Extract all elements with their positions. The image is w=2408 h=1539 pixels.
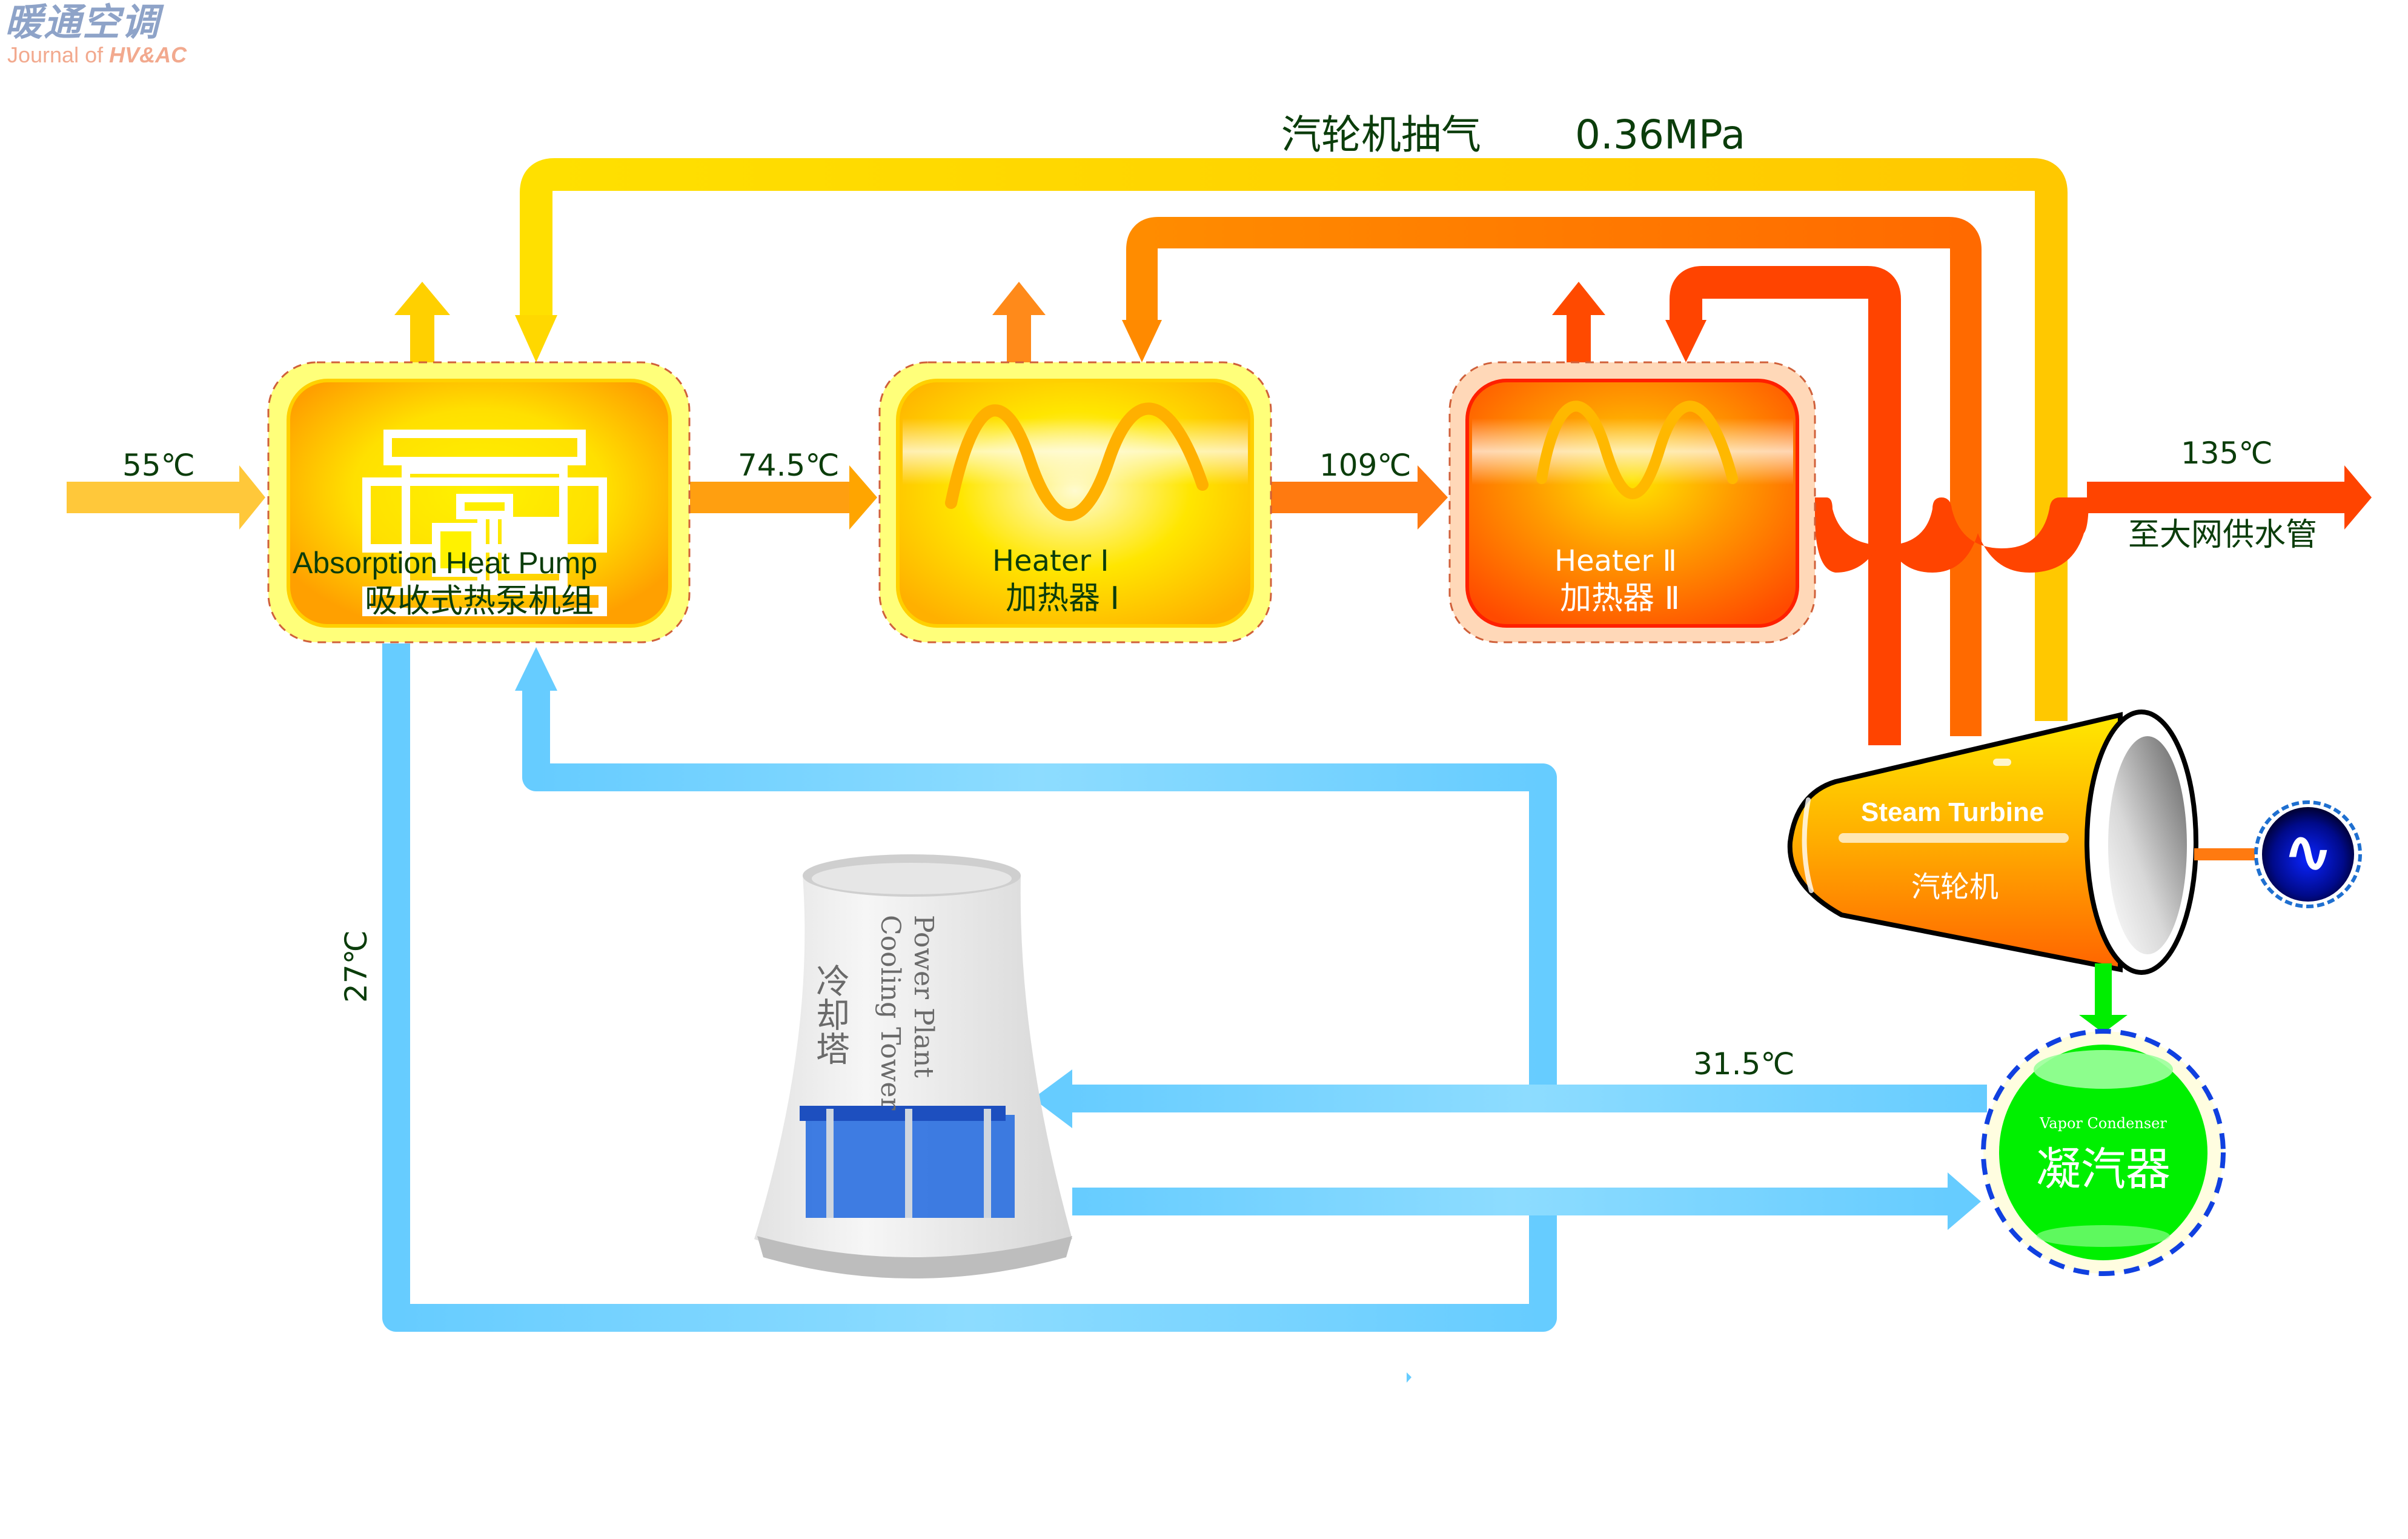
arrow-into-heat-pump [515, 315, 557, 362]
temp-outlet: 135℃ [2181, 436, 2273, 471]
generator-shaft [2194, 848, 2255, 860]
heating-wave-icon [945, 402, 1209, 521]
arrow-into-heat-pump-bottom [515, 647, 557, 691]
journal-logo: 暖通空调 Journal of HV&AC [5, 1, 187, 67]
condenser-label-en: Vapor Condenser [2039, 1115, 2167, 1132]
extraction-label: 汽轮机抽气 [1281, 111, 1481, 158]
heating-wave-icon [1536, 401, 1738, 499]
cooling-tower-label-en-1: Power Plant [908, 915, 939, 1078]
heater-1-unit[interactable]: Heater Ⅰ 加热器 Ⅰ [878, 361, 1272, 643]
cooling-water-pipes [382, 643, 1987, 1383]
temp-after-heat-pump: 74.5℃ [738, 448, 839, 483]
outlet-water-pipe [1815, 465, 2372, 573]
cooling-tower-fill-structure [757, 1106, 1072, 1278]
cooling-tower[interactable]: Power Plant Cooling Tower 冷却塔 [754, 854, 1072, 1278]
temp-cooling-return: 27℃ [339, 930, 374, 1003]
temp-condenser-outlet: 31.5℃ [1693, 1046, 1794, 1082]
extraction-pressure: 0.36MPa [1575, 111, 1745, 158]
heater2-label-cn: 加热器 Ⅱ [1560, 580, 1680, 617]
heater-2-unit[interactable]: Heater Ⅱ 加热器 Ⅱ [1448, 361, 1816, 643]
heater1-label-en: Heater Ⅰ [992, 544, 1109, 578]
exhaust-steam-pipe-green [2079, 963, 2128, 1033]
steam-turbine[interactable]: Steam Turbine 汽轮机 [1787, 710, 2198, 975]
absorption-heat-pump-unit[interactable]: Absorption Heat Pump 吸收式热泵机组 [267, 361, 691, 643]
extraction-steam-pipe-yellow [515, 158, 2068, 721]
ac-wave-icon: ∿ [2283, 816, 2333, 887]
arrow-into-heater1 [1122, 320, 1162, 362]
arrow-into-condenser [1948, 1172, 1981, 1230]
logo-english: Journal of HV&AC [7, 42, 187, 67]
exhaust-arrow-heat-pump [394, 282, 450, 364]
condenser-label-cn: 凝汽器 [2036, 1143, 2171, 1195]
extraction-steam-pipe-red [1665, 266, 1901, 745]
water-arrow-heater1-to-heater2 [1271, 465, 1448, 530]
outlet-destination-label: 至大网供水管 [2128, 517, 2317, 553]
heater2-label-en: Heater Ⅱ [1554, 544, 1677, 578]
extraction-steam-pipe-orange [1122, 217, 1982, 736]
inlet-water-arrow [67, 465, 265, 530]
temp-inlet: 55℃ [122, 448, 195, 483]
turbine-label-en: Steam Turbine [1861, 797, 2044, 827]
exhaust-arrow-heater2 [1552, 282, 1605, 364]
cooling-tower-label-en-2: Cooling Tower [875, 915, 906, 1111]
water-arrow-hp-to-heater1 [690, 465, 877, 530]
heat-pump-label-en: Absorption Heat Pump [293, 546, 597, 580]
cooling-tower-label-cn: 冷却塔 [811, 963, 850, 1065]
turbine-label-cn: 汽轮机 [1911, 870, 1998, 904]
heat-pump-machine-icon [362, 430, 607, 616]
heater1-label-cn: 加热器 Ⅰ [1006, 580, 1119, 617]
logo-chinese: 暖通空调 [5, 0, 161, 44]
generator[interactable]: ∿ [2254, 800, 2362, 908]
arrow-into-cooling-tower [1033, 1069, 1072, 1128]
arrow-into-heater2 [1665, 320, 1706, 362]
temp-after-heater1: 109℃ [1319, 448, 1411, 483]
vapor-condenser[interactable]: Vapor Condenser 凝汽器 [1981, 1029, 2226, 1276]
exhaust-arrow-heater1 [992, 282, 1046, 364]
heat-pump-label-cn: 吸收式热泵机组 [365, 582, 594, 620]
